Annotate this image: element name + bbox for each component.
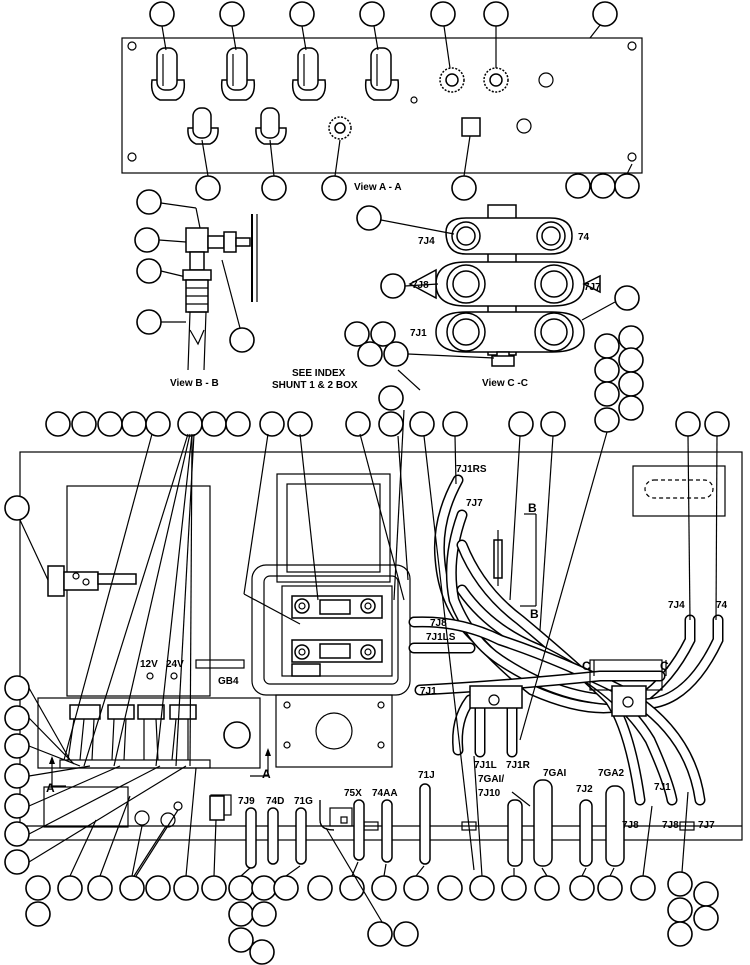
shunt-box (251, 473, 411, 768)
callout-balloons-left (4, 675, 187, 875)
label-71g: 71G (294, 796, 313, 807)
toggle-switch-5 (187, 107, 219, 145)
label-7j4-right: 7J4 (668, 600, 685, 611)
view-aa-panel: View A - A (121, 19, 643, 193)
section-a-left: A (46, 781, 55, 795)
label-7gai-slash: 7GAI/ (478, 774, 504, 785)
see-index-note-line1: SEE INDEX (292, 368, 346, 379)
view-cc-7j4: 7J4 (418, 236, 435, 247)
label-74d: 74D (266, 796, 284, 807)
label-7gai: 7GAI (543, 768, 567, 779)
label-7j8-low-a: 7J8 (622, 820, 639, 831)
toggle-switch-2 (220, 47, 256, 101)
toggle-switch-1 (150, 47, 186, 101)
label-7j2: 7J2 (576, 784, 593, 795)
label-74aa: 74AA (372, 788, 398, 799)
view-aa-title: View A - A (354, 182, 402, 193)
toggle-switch-6 (255, 107, 287, 145)
view-cc-title: View C -C (482, 378, 528, 389)
label-7ga2: 7GA2 (598, 768, 625, 779)
section-b-bottom: B (530, 607, 539, 621)
callout-balloons-panel-top (4, 385, 730, 521)
callout-balloons-right-stack (594, 325, 644, 433)
label-7j10: 7J10 (478, 788, 501, 799)
knob-1 (439, 67, 465, 93)
knob-2 (483, 67, 509, 93)
section-a-right: A (262, 767, 271, 781)
view-bb-title: View B - B (170, 378, 219, 389)
section-c-left: C (582, 659, 591, 673)
door-latch (47, 565, 137, 597)
knob-3 (328, 116, 352, 140)
label-7j8-low-b: 7J8 (662, 820, 679, 831)
label-74-right: 74 (716, 600, 728, 611)
label-75x: 75X (344, 788, 362, 799)
callout-balloons-top (149, 1, 640, 201)
main-panel: 12V 24V GB4 (19, 451, 743, 841)
label-7j1-box: 7J1 (420, 686, 437, 697)
section-b-top: B (528, 501, 537, 515)
label-24v: 24V (166, 659, 184, 670)
label-7j1l: 7J1L (474, 760, 497, 771)
view-bb: View B - B (134, 189, 258, 389)
section-markers: A A B B C C (46, 501, 669, 795)
view-cc: 7J4 74 7J8 7J7 7J1 View C -C (344, 204, 640, 389)
leader-lines (19, 369, 718, 871)
leader-lines-bottom (69, 755, 689, 923)
toggle-switch-4 (364, 47, 400, 101)
view-cc-7j1: 7J1 (410, 328, 427, 339)
label-7j1ls: 7J1LS (426, 632, 456, 643)
label-7j7-top: 7J7 (466, 498, 483, 509)
see-index-note-line2: SHUNT 1 & 2 BOX (272, 380, 358, 391)
bottom-connectors (209, 779, 625, 869)
view-cc-74: 74 (578, 232, 590, 243)
label-7j1rs: 7J1RS (456, 464, 487, 475)
label-7j1-right: 7J1 (654, 782, 671, 793)
toggle-switch-3 (291, 47, 327, 101)
view-cc-7j7: 7J7 (584, 282, 601, 293)
label-7j9: 7J9 (238, 796, 255, 807)
label-71j: 71J (418, 770, 435, 781)
label-gb4: GB4 (218, 676, 239, 687)
section-c-right: C (660, 659, 669, 673)
label-12v: 12V (140, 659, 158, 670)
label-7j8-mid: 7J8 (430, 618, 447, 629)
cable-harness (408, 474, 724, 806)
label-7j1r: 7J1R (506, 760, 531, 771)
callout-balloons-bottom (25, 871, 719, 965)
label-7j7-low: 7J7 (698, 820, 715, 831)
